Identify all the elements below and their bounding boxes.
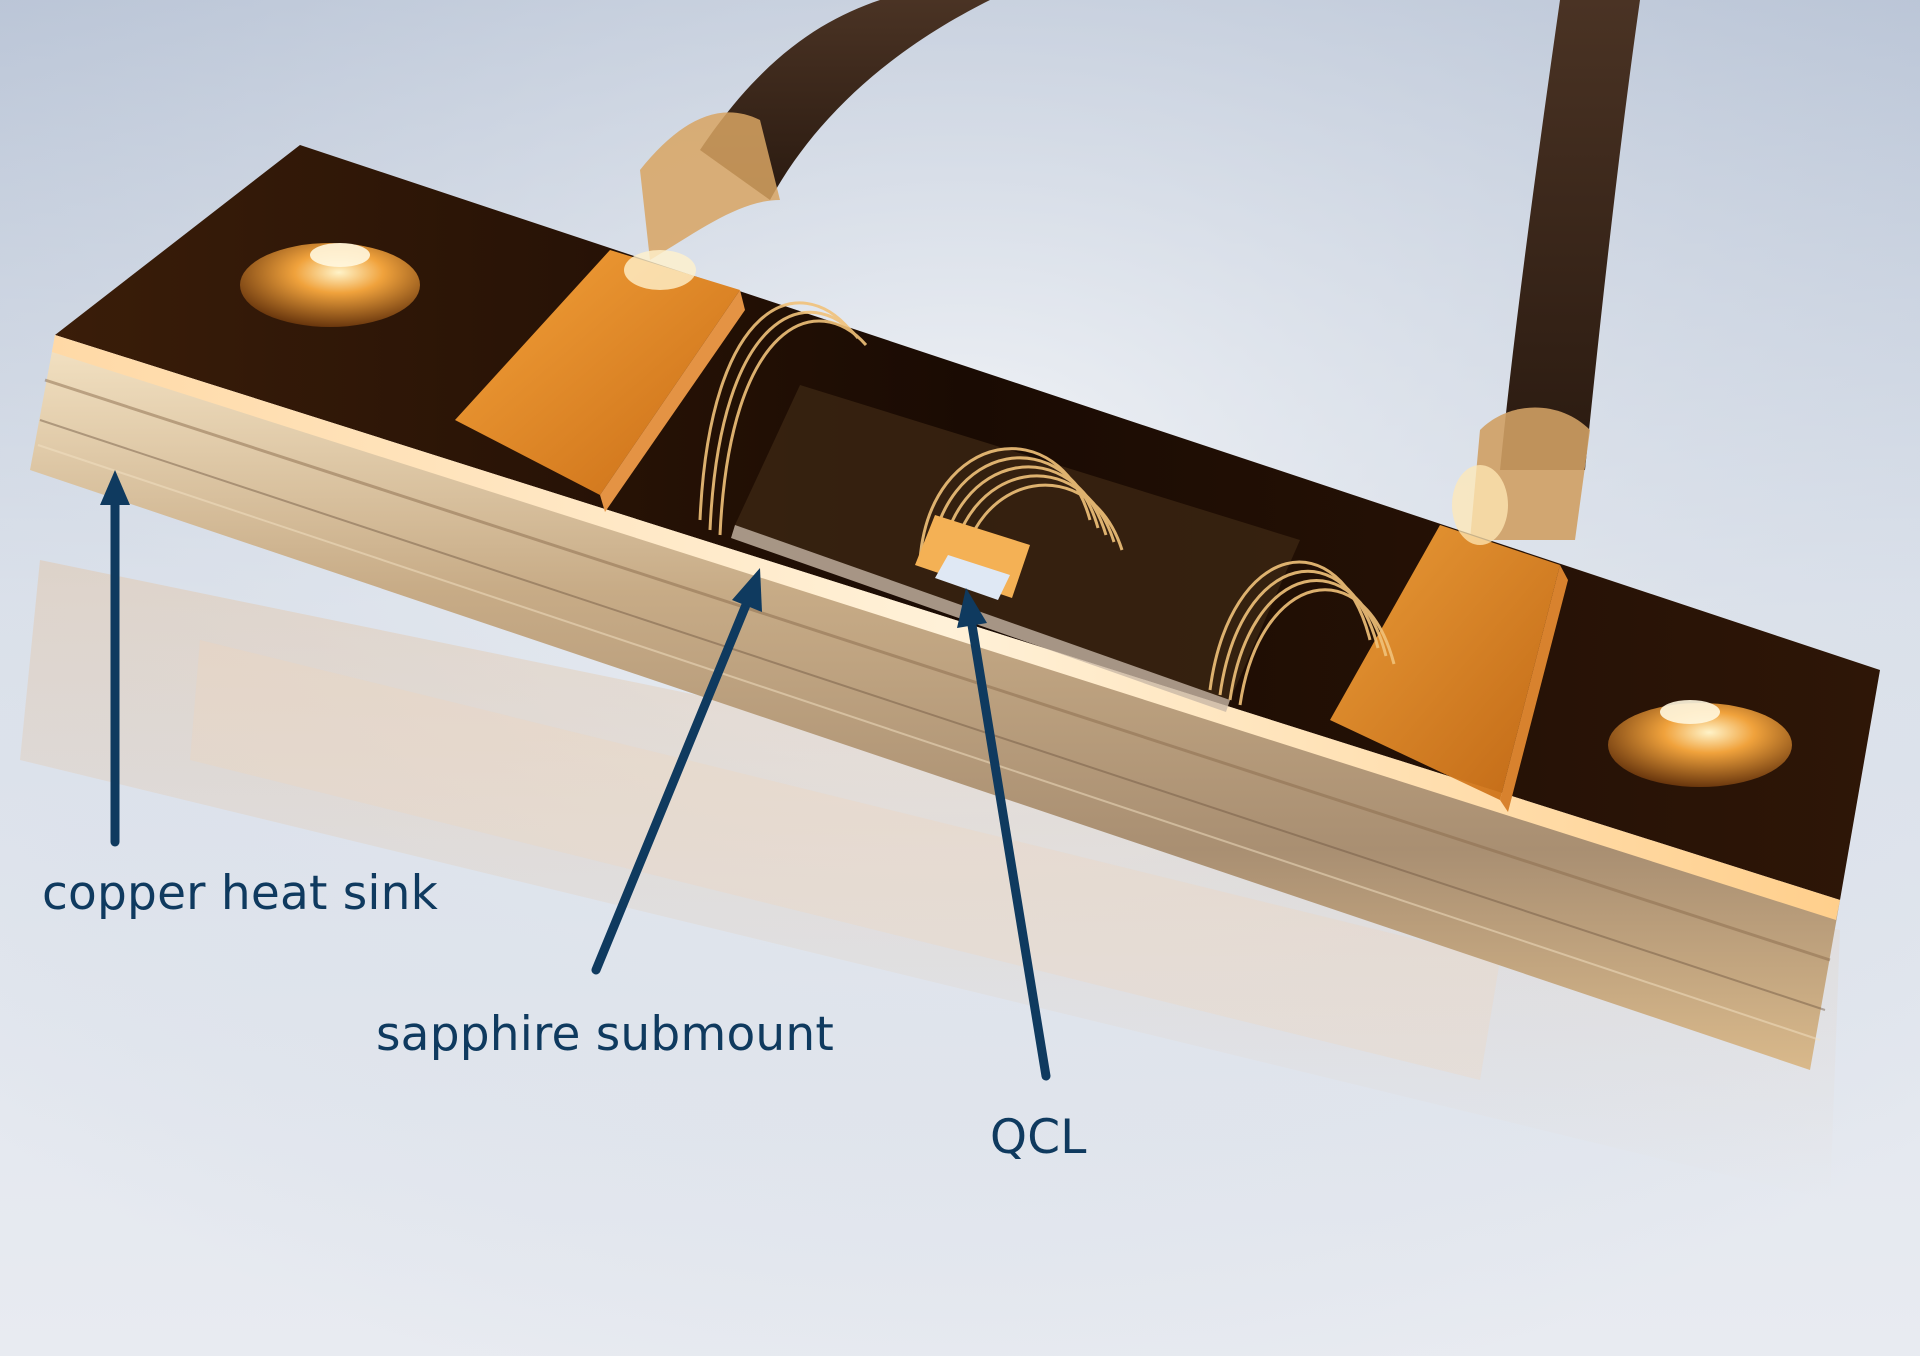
- submount-arrowhead: [732, 568, 762, 612]
- submount-arrow-line: [591, 595, 753, 975]
- qcl-label: QCL: [990, 1110, 1087, 1165]
- qcl-arrowhead: [957, 588, 987, 628]
- sapphire-submount-label: sapphire submount: [376, 1007, 835, 1062]
- copper-heat-sink-label: copper heat sink: [42, 866, 439, 921]
- qcl-arrow-line: [967, 620, 1051, 1081]
- heat-sink-arrowhead: [100, 470, 130, 505]
